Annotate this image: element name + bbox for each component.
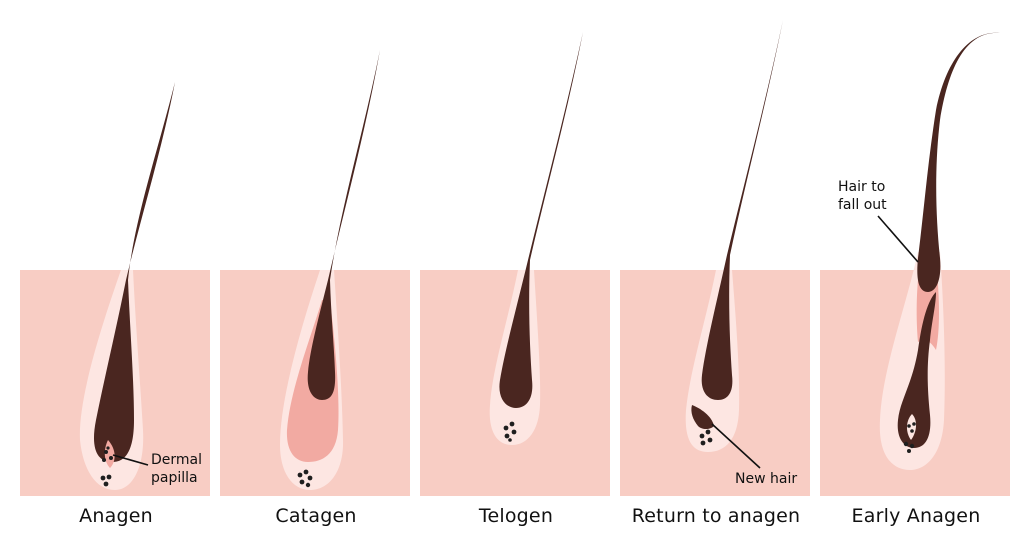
papilla-dot bbox=[910, 429, 914, 433]
papilla-dot bbox=[903, 441, 909, 447]
callout-hair-to-fall-out-line1: Hair to bbox=[838, 179, 886, 195]
papilla-dot bbox=[699, 433, 705, 439]
papilla-dot bbox=[508, 438, 512, 442]
stage-label-telogen: Telogen bbox=[478, 505, 554, 527]
papilla-dot bbox=[307, 475, 313, 481]
papilla-dot bbox=[907, 424, 911, 428]
papilla-dot bbox=[504, 433, 510, 439]
papilla-dot bbox=[509, 421, 515, 427]
papilla-dot bbox=[503, 425, 509, 431]
papilla-dot bbox=[102, 458, 106, 462]
stage-label-catagen: Catagen bbox=[275, 505, 357, 527]
papilla-dot bbox=[303, 469, 309, 475]
papilla-dot bbox=[100, 475, 106, 481]
stage-label-return-to-anagen: Return to anagen bbox=[631, 505, 801, 527]
papilla-dot bbox=[106, 446, 110, 450]
follicle-anagen bbox=[79, 82, 175, 490]
papilla-dot bbox=[707, 437, 713, 443]
dermal-papilla bbox=[906, 414, 917, 440]
callout-line-hair-to-fall-out bbox=[877, 215, 919, 263]
hair-to-fall-out-shaft bbox=[917, 32, 1000, 292]
follicle-return-to-anagen bbox=[685, 20, 783, 469]
papilla-dot bbox=[106, 474, 112, 480]
hair-shaft bbox=[499, 32, 583, 408]
hair-shaft bbox=[93, 82, 175, 462]
papilla-dot bbox=[700, 440, 706, 446]
new-hair-shaft bbox=[897, 292, 936, 448]
new-hair-bulb bbox=[691, 405, 714, 429]
papilla-dot bbox=[912, 422, 916, 426]
callout-dermal-papilla-line1: Dermal bbox=[151, 452, 203, 468]
callout-line-new-hair bbox=[711, 423, 761, 469]
papilla-dot bbox=[705, 429, 711, 435]
papilla-dot bbox=[909, 443, 915, 449]
callout-hair-to-fall-out-line2: fall out bbox=[838, 197, 887, 213]
stage-label-early-anagen: Early Anagen bbox=[851, 505, 981, 527]
callout-hair-to-fall-out: Hair to fall out bbox=[838, 178, 887, 214]
papilla-dot bbox=[297, 472, 303, 478]
callout-new-hair: New hair bbox=[735, 470, 797, 488]
papilla-dot bbox=[305, 482, 311, 488]
papilla-dot bbox=[907, 449, 911, 453]
follicle-early-anagen bbox=[877, 32, 1000, 470]
callout-line-dermal-papilla bbox=[112, 454, 149, 466]
papilla-dot bbox=[511, 429, 517, 435]
papilla-dot bbox=[103, 481, 109, 487]
papilla-dot bbox=[299, 479, 305, 485]
callout-dermal-papilla: Dermal papilla bbox=[151, 451, 202, 487]
callout-new-hair-text: New hair bbox=[735, 471, 798, 487]
papilla-dot bbox=[109, 456, 113, 460]
papilla-dot bbox=[104, 450, 108, 454]
follicle-catagen bbox=[280, 50, 380, 490]
callout-dermal-papilla-line2: papilla bbox=[151, 470, 198, 486]
hair-shaft bbox=[307, 50, 380, 400]
stage-label-anagen: Anagen bbox=[79, 505, 153, 527]
follicle-telogen bbox=[489, 32, 583, 445]
hair-shaft bbox=[701, 20, 783, 400]
